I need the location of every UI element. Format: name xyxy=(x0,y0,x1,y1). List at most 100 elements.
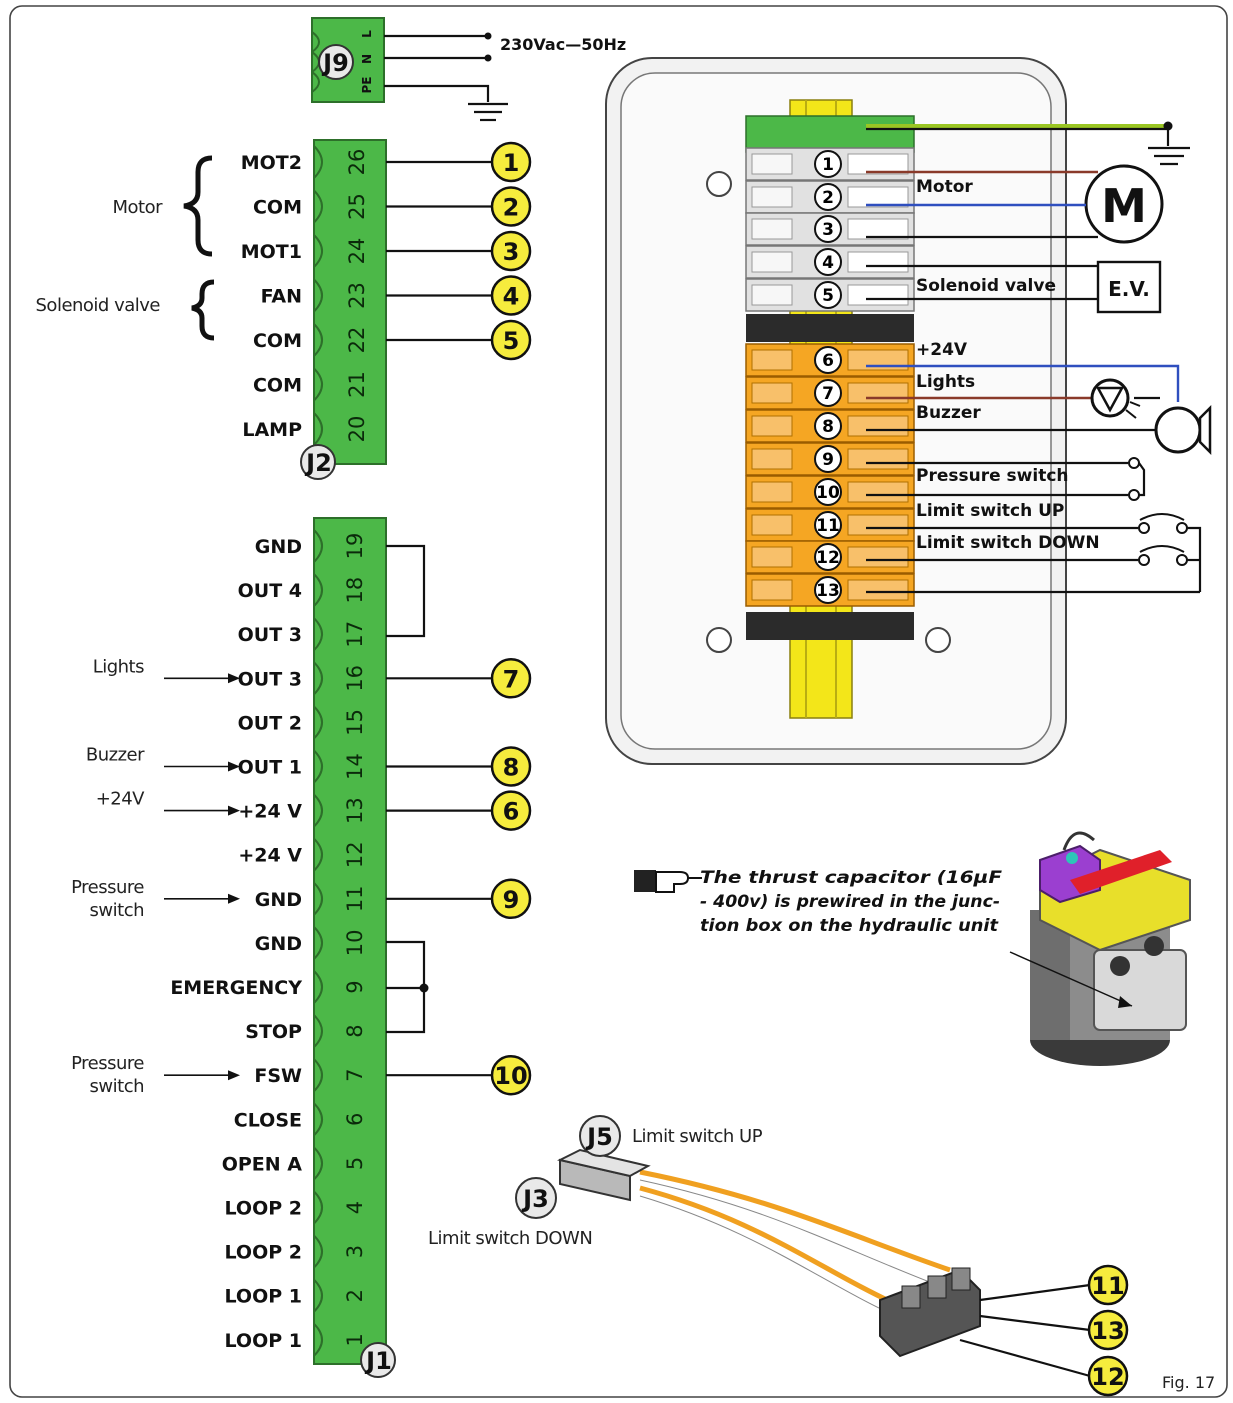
j1-pin-number: 16 xyxy=(343,665,367,692)
j1-pin-4: 4 LOOP 2 xyxy=(225,1190,367,1225)
j1-wire-badge: 10 xyxy=(490,1054,532,1096)
j2-pin-number: 21 xyxy=(345,371,369,398)
j2-label: J2 xyxy=(304,449,332,477)
j2-pin-number: 23 xyxy=(345,282,369,309)
j1-wire-badge-text: 6 xyxy=(503,798,520,826)
limit-switches-symbol xyxy=(866,513,1202,594)
j1-pin-name: OUT 4 xyxy=(238,580,302,602)
j1-pin-number: 4 xyxy=(343,1201,367,1214)
motor-brace xyxy=(183,155,213,257)
j2-wire-badge: 2 xyxy=(490,186,532,227)
j2-pin-name: COM xyxy=(253,375,302,397)
j1-pin-name: EMERGENCY xyxy=(170,977,302,999)
note-line-3: tion box on the hydraulic unit xyxy=(700,916,999,936)
terminal-number: 9 xyxy=(822,450,834,470)
terminal-8: 8 xyxy=(745,409,915,443)
j1-pin-name: GND xyxy=(255,536,302,558)
j1-pin-number: 7 xyxy=(343,1069,367,1082)
j1-pin-name: GND xyxy=(255,889,302,911)
motor-symbol-label: M xyxy=(1101,179,1147,233)
j1-pin-number: 11 xyxy=(343,885,367,912)
j1-pin-name: FSW xyxy=(254,1065,302,1087)
j1-pin-number: 15 xyxy=(343,709,367,736)
j2-pin-name: MOT1 xyxy=(241,241,302,263)
terminal-number: 5 xyxy=(822,286,834,306)
terminal-3: 3 xyxy=(745,212,915,246)
j2-pin-name: COM xyxy=(253,330,302,352)
jumper-19-17 xyxy=(386,544,426,638)
j2-wire-badge: 5 xyxy=(490,319,532,361)
limit-harness-illustration xyxy=(557,1148,1091,1378)
motor-group-label: Motor xyxy=(112,197,163,218)
harness-badge-13: 13 xyxy=(1087,1309,1129,1351)
solenoid-terminal-label: Solenoid valve xyxy=(916,276,1056,296)
j2-pin-number: 20 xyxy=(345,416,369,443)
j1-pin-15: 15 OUT 2 xyxy=(238,705,367,740)
pressure-switch-symbol xyxy=(866,457,1146,501)
terminal-13: 13 xyxy=(745,573,915,607)
j1-pin-3: 3 LOOP 2 xyxy=(225,1234,367,1269)
terminal-11: 11 xyxy=(745,508,915,542)
j2-wire-badge-text: 4 xyxy=(503,283,520,311)
j1-pin-17: 17 OUT 3 xyxy=(238,617,367,651)
j1-pin-number: 13 xyxy=(343,797,367,824)
j1-pin-number: 17 xyxy=(343,621,367,648)
j1-wire-badge-text: 8 xyxy=(503,754,520,782)
j2-wire-badge-text: 1 xyxy=(503,149,520,177)
j2-connector xyxy=(313,139,387,465)
terminal-10: 10 xyxy=(745,475,915,509)
terminal-number: 1 xyxy=(822,155,834,175)
j2-pin-name: MOT2 xyxy=(241,152,302,174)
j1-pin-number: 3 xyxy=(343,1245,367,1258)
j1-pin-name: LOOP 2 xyxy=(225,1198,303,1220)
j1-pin-name: OUT 3 xyxy=(238,624,302,646)
solenoid-brace xyxy=(191,279,215,341)
j1-pin-9: 9 EMERGENCY xyxy=(170,970,367,1004)
j1-pin-number: 9 xyxy=(343,980,367,993)
terminal-12: 12 xyxy=(745,540,915,574)
supply-label: 230Vac—50Hz xyxy=(500,35,626,54)
harness-badge-12-text: 12 xyxy=(1091,1363,1124,1391)
j3-label: J3 xyxy=(521,1185,549,1213)
motor-terminal-label: Motor xyxy=(916,177,973,197)
terminal-number: 6 xyxy=(822,351,834,371)
j1-pin-name: LOOP 1 xyxy=(225,1330,303,1352)
terminal-1: 1 xyxy=(745,147,915,181)
terminal-6: 6 xyxy=(745,343,915,377)
lamp-symbol xyxy=(1090,378,1141,419)
ev-wires xyxy=(866,264,1098,301)
j1-pin-number: 10 xyxy=(343,930,367,957)
j9-label: J9 xyxy=(321,49,349,77)
j9-pin-l: L xyxy=(360,30,374,38)
lamp-buzzer-wires xyxy=(866,364,1180,432)
lights-terminal-label: Lights xyxy=(916,372,975,392)
j1-pin-name: CLOSE xyxy=(234,1109,302,1131)
terminal-number: 3 xyxy=(822,220,834,240)
j1-pin-number: 8 xyxy=(343,1024,367,1037)
j1-pin-name: LOOP 2 xyxy=(225,1242,303,1264)
j1-pin-number: 14 xyxy=(343,753,367,780)
buzzer-symbol xyxy=(1154,404,1212,456)
terminal-number: 13 xyxy=(816,581,840,601)
j1-pin-name: GND xyxy=(255,933,302,955)
j1-pin-name: OUT 2 xyxy=(238,712,302,734)
j1-pin-number: 12 xyxy=(343,841,367,868)
solenoid-group-label: Solenoid valve xyxy=(36,295,161,316)
j1-pin-number: 5 xyxy=(343,1157,367,1170)
j1-wire-badge-text: 9 xyxy=(503,886,520,914)
j9-pin-pe: PE xyxy=(360,77,374,94)
j1-label-circle xyxy=(360,1342,396,1378)
j1-wire-badge: 8 xyxy=(490,746,532,787)
j1-pin-name: OUT 1 xyxy=(238,757,302,779)
j1-pin-name: LOOP 1 xyxy=(225,1286,303,1308)
